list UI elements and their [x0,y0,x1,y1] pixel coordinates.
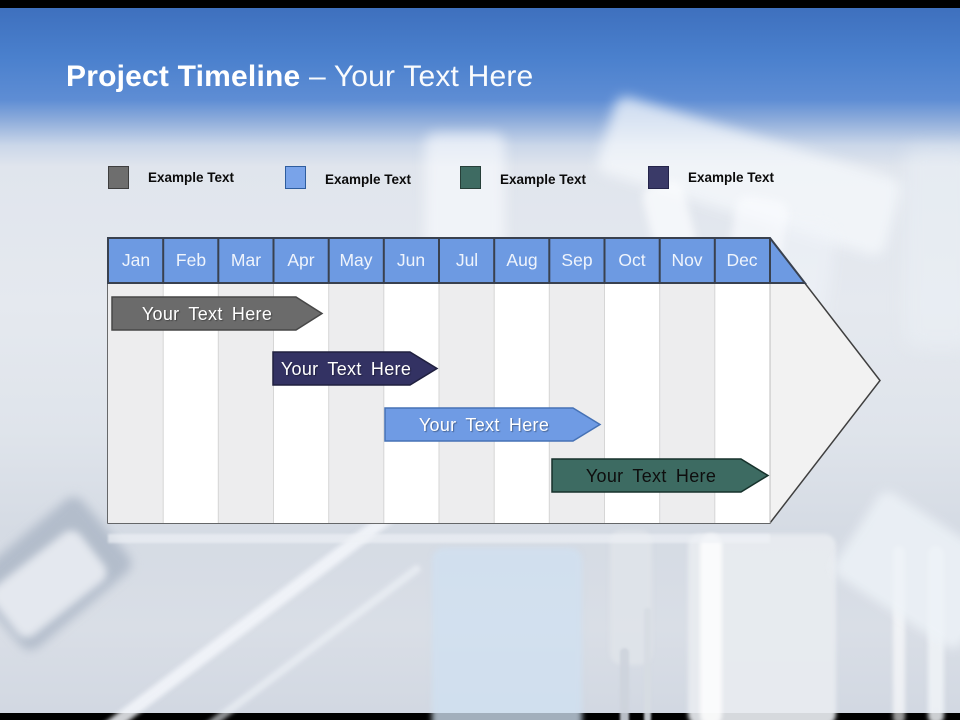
background-camera-right-edge [905,148,960,348]
bar-label: Your Text Here [419,415,549,435]
bar-label: Your Text Here [586,466,716,486]
legend-swatch-navy [648,166,669,189]
legend-item: Example Text [108,166,234,189]
month-label: Oct [618,250,645,270]
legend-item: Example Text [648,166,774,189]
slide-title-main: Project Timeline [66,60,301,93]
background-light-stripe [425,133,505,248]
month-label: Jul [456,250,478,270]
legend-swatch-teal [460,166,481,189]
month-label: Nov [671,250,702,270]
slide-title: Project Timeline – Your Text Here [66,60,533,94]
timeline-bar-blue: Your Text Here [384,407,602,442]
legend-item: Example Text [460,166,586,189]
month-label: Mar [231,250,261,270]
background-cable [620,648,629,720]
month-label: Apr [287,250,314,270]
bar-label: Your Text Here [281,359,411,379]
month-label: Dec [726,250,757,270]
month-label: Feb [176,250,206,270]
timeline-bar-navy: Your Text Here [272,351,439,386]
timeline-month-header: Jan Feb Mar Apr May Jun Jul Aug Sep Oct … [107,237,807,284]
legend-label: Example Text [688,170,775,185]
bar-label: Your Text Here [142,304,272,324]
month-label: Aug [506,250,537,270]
legend-label: Example Text [325,172,412,187]
background-window-pane [432,548,582,720]
slide-title-suffix: – Your Text Here [308,60,534,93]
timeline-reflection [108,534,770,543]
background-pillar-highlight [700,534,722,720]
legend-swatch-gray [108,166,129,189]
legend-label: Example Text [148,170,235,185]
month-label: Jun [397,250,425,270]
timeline-bar-gray: Your Text Here [111,296,324,331]
month-label: Sep [561,250,592,270]
letterbox-top [0,0,960,8]
month-label: May [339,250,372,270]
legend-swatch-blue [285,166,306,189]
legend-label: Example Text [500,172,587,187]
background-cable [644,608,651,720]
month-label: Jan [122,250,150,270]
timeline-bar-teal: Your Text Here [551,458,770,493]
legend-item: Example Text [285,166,411,189]
